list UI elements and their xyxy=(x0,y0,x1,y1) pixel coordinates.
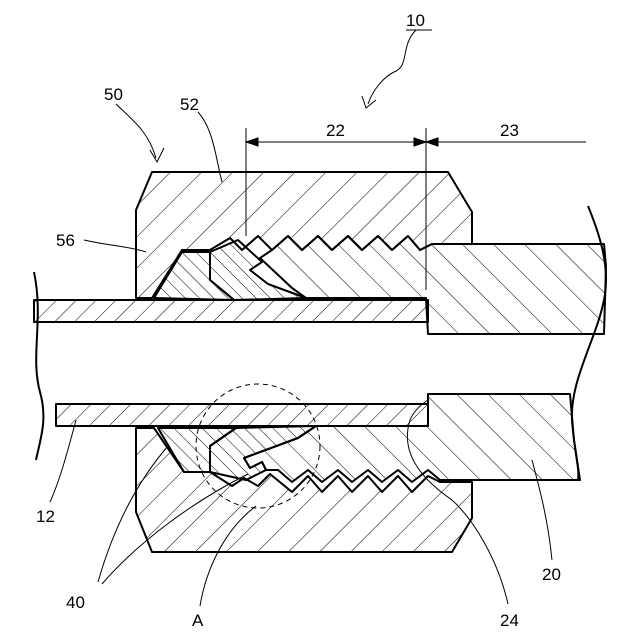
tube-wall-lower xyxy=(56,404,428,426)
label-fitting: 20 xyxy=(542,565,561,584)
label-thread-length: 22 xyxy=(326,121,345,140)
label-detail: A xyxy=(192,611,204,630)
label-step: 24 xyxy=(500,611,519,630)
label-nut: 50 xyxy=(104,85,123,104)
label-ring: 40 xyxy=(66,593,85,612)
label-nut-body: 52 xyxy=(180,95,199,114)
label-tube: 12 xyxy=(36,507,55,526)
label-nut-inner: 56 xyxy=(56,231,75,250)
label-assembly: 10 xyxy=(406,11,425,30)
label-body-length: 23 xyxy=(500,121,519,140)
tube-wall-upper xyxy=(34,300,428,322)
